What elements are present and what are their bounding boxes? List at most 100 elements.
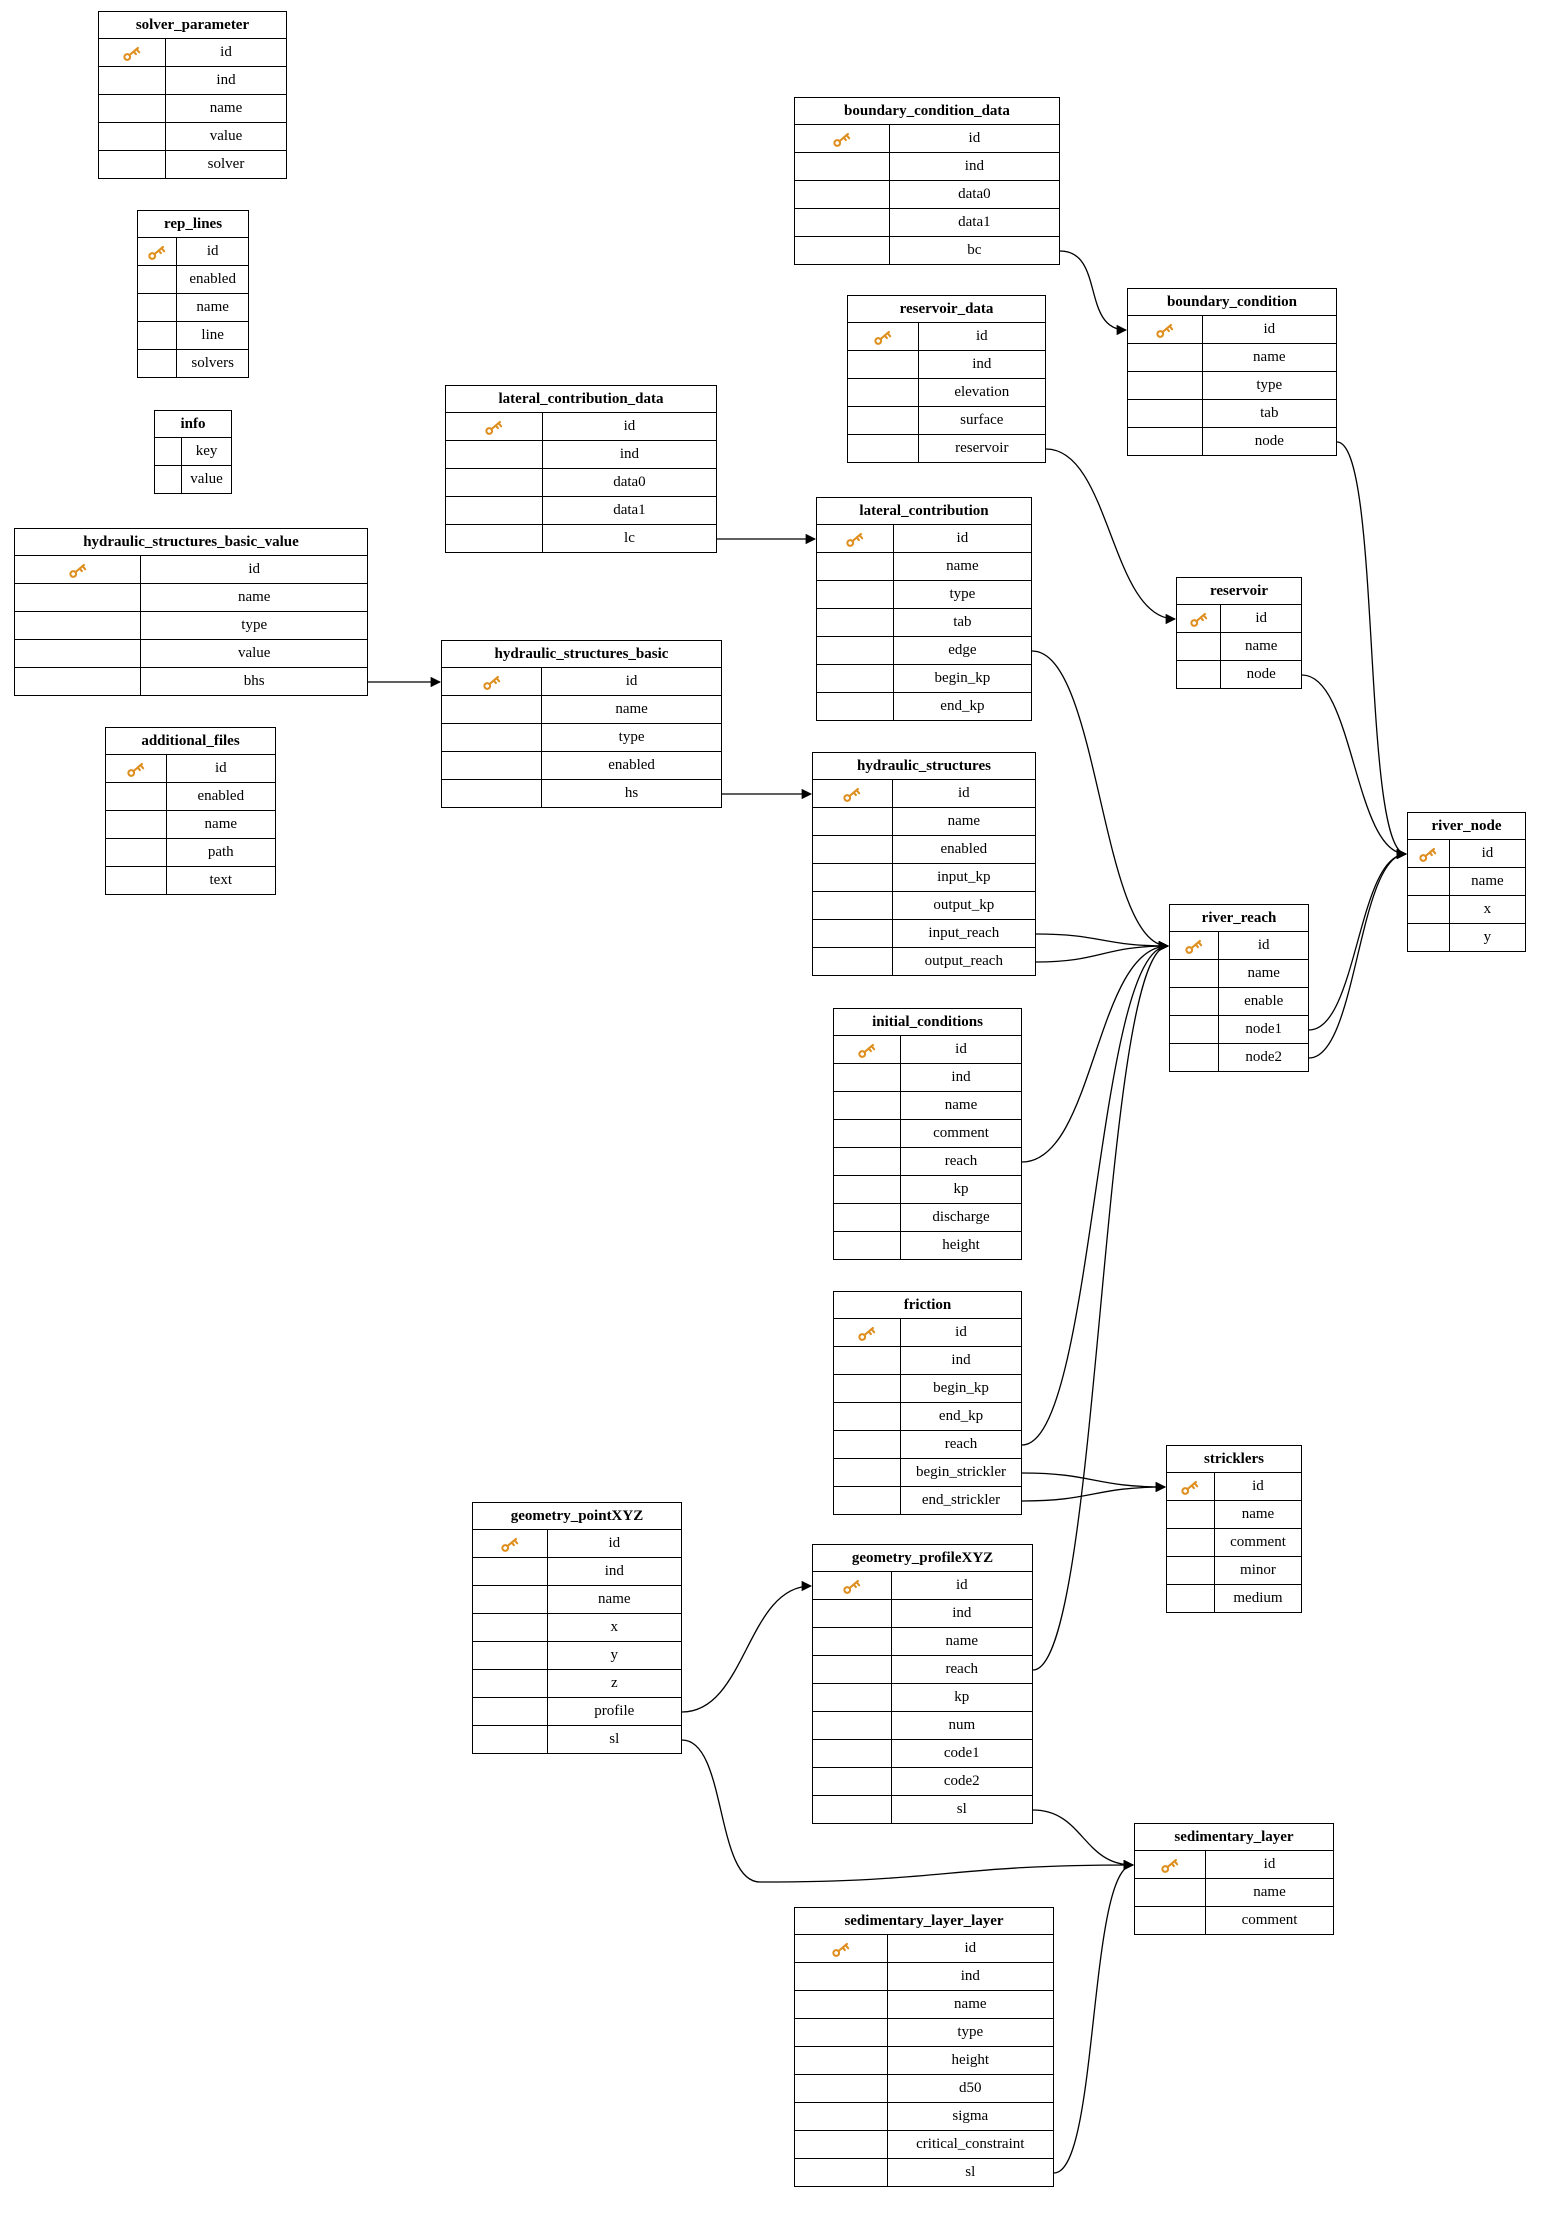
field-name-lc: lc: [542, 525, 717, 553]
field-row-geometry_profileXYZ-id: id: [812, 1572, 1033, 1600]
table-title-boundary_condition: boundary_condition: [1127, 288, 1337, 316]
field-name-id: id: [547, 1530, 682, 1558]
field-row-sedimentary_layer_layer-name: name: [794, 1991, 1054, 2019]
key-cell-empty: [1407, 868, 1450, 896]
field-row-river_node-x: x: [1407, 896, 1526, 924]
field-row-rep_lines-solvers: solvers: [137, 350, 249, 378]
field-row-boundary_condition_data-id: id: [794, 125, 1060, 153]
primary-key-icon: [794, 125, 890, 153]
field-name-height: height: [901, 1232, 1022, 1260]
field-row-reservoir_data-ind: ind: [847, 351, 1046, 379]
key-cell-empty: [794, 209, 890, 237]
key-cell-empty: [1166, 1557, 1215, 1585]
field-name-id: id: [542, 413, 717, 441]
field-name-id: id: [901, 1319, 1022, 1347]
field-row-friction-end_strickler: end_strickler: [833, 1487, 1022, 1515]
field-row-river_node-name: name: [1407, 868, 1526, 896]
field-name-value: value: [166, 123, 287, 151]
key-cell-empty: [812, 1768, 892, 1796]
field-row-geometry_pointXYZ-x: x: [472, 1614, 682, 1642]
field-name-output_reach: output_reach: [892, 948, 1036, 976]
key-cell-empty: [1127, 372, 1203, 400]
key-cell-empty: [98, 67, 167, 95]
field-name-text: text: [166, 867, 276, 895]
field-row-sedimentary_layer_layer-critical_constraint: critical_constraint: [794, 2131, 1054, 2159]
table-title-additional_files: additional_files: [105, 727, 276, 755]
field-name-begin_strickler: begin_strickler: [901, 1459, 1022, 1487]
key-cell-empty: [1169, 960, 1220, 988]
field-row-hydraulic_structures-input_reach: input_reach: [812, 920, 1036, 948]
field-name-ind: ind: [547, 1558, 682, 1586]
field-row-river_node-id: id: [1407, 840, 1526, 868]
relation-reservoir.node-to-river_node: [1301, 674, 1408, 860]
field-row-solver_parameter-ind: ind: [98, 67, 287, 95]
primary-key-icon: [847, 323, 919, 351]
field-name-key: key: [182, 438, 232, 466]
field-name-id: id: [918, 323, 1046, 351]
field-row-hydraulic_structures-output_reach: output_reach: [812, 948, 1036, 976]
field-name-line: line: [177, 322, 249, 350]
field-row-sedimentary_layer_layer-d50: d50: [794, 2075, 1054, 2103]
field-name-bhs: bhs: [141, 668, 368, 696]
field-row-lateral_contribution-name: name: [816, 553, 1032, 581]
field-row-geometry_profileXYZ-sl: sl: [812, 1796, 1033, 1824]
field-name-name: name: [892, 808, 1036, 836]
field-row-sedimentary_layer-comment: comment: [1134, 1907, 1334, 1935]
field-name-node: node: [1202, 428, 1337, 456]
field-name-solvers: solvers: [177, 350, 249, 378]
relation-friction.reach-to-river_reach: [1021, 940, 1170, 1446]
field-name-y: y: [547, 1642, 682, 1670]
relation-geometry_profileXYZ.reach-to-river_reach: [1032, 940, 1170, 1671]
field-name-id: id: [1214, 1473, 1302, 1501]
field-name-comment: comment: [1206, 1907, 1334, 1935]
field-name-name: name: [901, 1092, 1022, 1120]
field-row-additional_files-enabled: enabled: [105, 783, 276, 811]
key-cell-empty: [1166, 1529, 1215, 1557]
field-name-sl: sl: [891, 1796, 1033, 1824]
relation-hydraulic_structures.input_reach-to-river_reach: [1035, 933, 1170, 952]
table-title-initial_conditions: initial_conditions: [833, 1008, 1022, 1036]
key-cell-empty: [98, 123, 167, 151]
primary-key-icon: [833, 1036, 902, 1064]
key-cell-empty: [794, 2019, 888, 2047]
key-cell-empty: [154, 438, 183, 466]
field-name-ind: ind: [889, 153, 1060, 181]
relation-river_reach.node1-to-river_node: [1308, 848, 1408, 1031]
field-name-x: x: [547, 1614, 682, 1642]
field-name-ind: ind: [901, 1347, 1022, 1375]
field-name-name: name: [542, 696, 722, 724]
field-name-input_kp: input_kp: [892, 864, 1036, 892]
key-cell-empty: [105, 783, 167, 811]
field-name-begin_kp: begin_kp: [893, 665, 1032, 693]
field-name-name: name: [1202, 344, 1337, 372]
field-name-tab: tab: [893, 609, 1032, 637]
field-row-sedimentary_layer-name: name: [1134, 1879, 1334, 1907]
field-name-id: id: [1449, 840, 1526, 868]
field-row-geometry_pointXYZ-y: y: [472, 1642, 682, 1670]
table-title-sedimentary_layer: sedimentary_layer: [1134, 1823, 1334, 1851]
key-cell-empty: [816, 581, 894, 609]
field-name-name: name: [1221, 633, 1302, 661]
key-cell-empty: [812, 808, 893, 836]
field-name-ind: ind: [918, 351, 1046, 379]
primary-key-icon: [1134, 1851, 1206, 1879]
field-row-initial_conditions-id: id: [833, 1036, 1022, 1064]
field-row-info-value: value: [154, 466, 232, 494]
field-row-rep_lines-id: id: [137, 238, 249, 266]
field-name-hs: hs: [542, 780, 722, 808]
field-name-name: name: [177, 294, 249, 322]
key-cell-empty: [472, 1642, 548, 1670]
key-cell-empty: [833, 1064, 902, 1092]
primary-key-icon: [1176, 605, 1222, 633]
field-row-hydraulic_structures-enabled: enabled: [812, 836, 1036, 864]
field-name-value: value: [182, 466, 232, 494]
field-name-begin_kp: begin_kp: [901, 1375, 1022, 1403]
field-row-friction-id: id: [833, 1319, 1022, 1347]
